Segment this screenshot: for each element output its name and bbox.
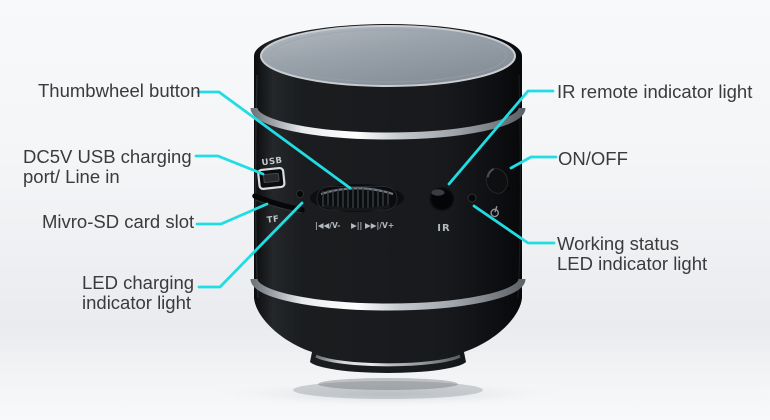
next-volume-up-marking: ▶▶|/V+ (365, 221, 394, 231)
label-line: Mivro-SD card slot (42, 211, 195, 232)
label-ir-remote-indicator: IR remote indicator light (557, 82, 752, 102)
callout-line-working (472, 204, 556, 245)
callout-line-thumbwheel (196, 90, 352, 190)
ir-sensor (428, 185, 456, 213)
label-micro-sd-card-slot: Mivro-SD card slot (42, 212, 194, 232)
label-working-status-led: Working status LED indicator light (557, 234, 707, 274)
label-line: DC5V USB charging (23, 146, 192, 167)
floor-reflection (208, 378, 568, 407)
prev-volume-down-marking: |◀◀/V- (315, 221, 340, 231)
label-line: IR remote indicator light (557, 81, 753, 102)
callout-line-usb (194, 154, 265, 176)
callout-line-led-charging (197, 201, 304, 289)
callout-line-sd-slot (195, 202, 269, 226)
ir-marking: IR (437, 223, 450, 234)
working-led-hole (467, 193, 477, 203)
charging-led-hole (295, 189, 305, 199)
silver-ring-upper (250, 107, 526, 140)
callout-line-ir (447, 89, 555, 186)
power-button (485, 168, 511, 194)
silver-ring-lower (250, 278, 526, 311)
label-dc5v-usb-charging: DC5V USB charging port/ Line in (23, 147, 192, 187)
label-line: port/ Line in (23, 166, 120, 187)
power-icon (490, 206, 499, 218)
speaker-top-face (260, 25, 516, 87)
label-line: Working status (557, 233, 680, 254)
tf-slot-highlight (255, 199, 303, 214)
tf-card-slot (252, 193, 305, 213)
callout-line-onoff (509, 155, 558, 170)
label-line: LED indicator light (557, 253, 708, 274)
label-thumbwheel-button: Thumbwheel button (38, 81, 201, 101)
label-line: Thumbwheel button (38, 80, 201, 101)
usb-marking: USB (261, 156, 283, 169)
label-line: indicator light (82, 292, 192, 313)
play-pause-marking: ▶|| (351, 221, 362, 231)
tf-marking: TF (266, 214, 280, 225)
label-line: ON/OFF (558, 148, 628, 169)
label-on-off: ON/OFF (558, 149, 628, 169)
label-line: LED charging (82, 272, 195, 293)
thumbwheel-ribs (322, 188, 389, 209)
base-silver-ring (315, 354, 461, 367)
top-face-inner-ring (269, 29, 507, 83)
usb-port (257, 166, 286, 190)
thumbwheel (310, 184, 404, 212)
body-right-highlight (517, 74, 521, 299)
label-led-charging-indicator: LED charging indicator light (82, 273, 194, 313)
